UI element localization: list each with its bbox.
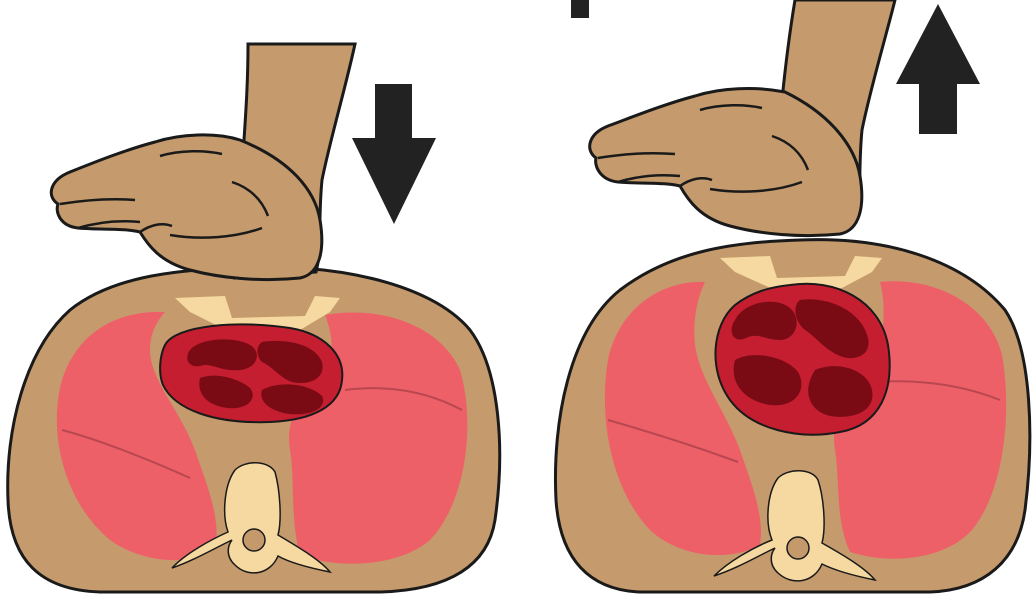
chest-cross-section-compressed [8, 267, 500, 592]
hand-released [590, 0, 895, 236]
top-mark [571, 0, 589, 18]
release-panel [555, 0, 1029, 592]
arrow-up-icon [896, 4, 980, 134]
compression-panel [8, 44, 500, 592]
arrow-down-icon [352, 84, 436, 224]
chest-cross-section-expanded [555, 240, 1029, 592]
hand-compressing [51, 44, 355, 280]
